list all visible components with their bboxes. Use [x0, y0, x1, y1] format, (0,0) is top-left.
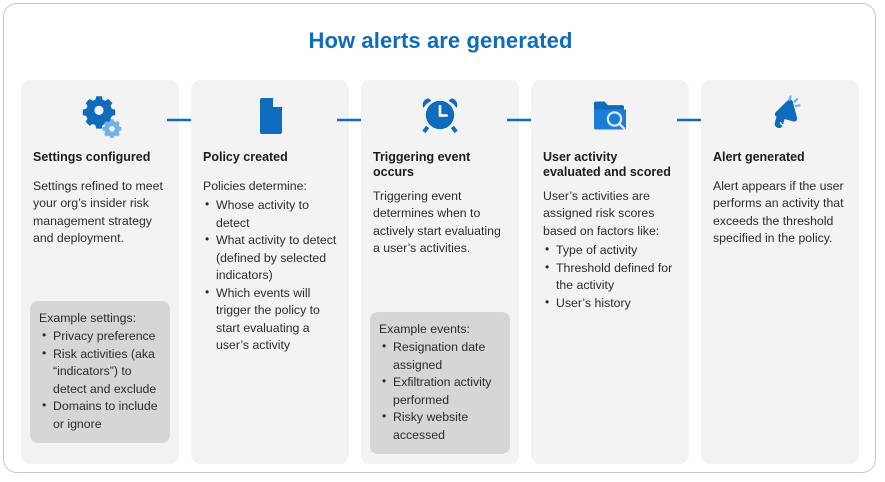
- page-title: How alerts are generated: [308, 28, 573, 53]
- gears-icon: [76, 92, 124, 138]
- step-intro: Policies determine:: [203, 179, 307, 193]
- example-box-settings: Example settings: Privacy preference Ris…: [30, 301, 170, 444]
- example-box-list: Privacy preference Risk activities (aka …: [39, 327, 162, 433]
- list-item: Domains to include or ignore: [39, 397, 162, 433]
- step-heading: Policy created: [203, 150, 288, 164]
- step-heading: User activity evaluated and scored: [543, 150, 671, 180]
- list-item: Privacy preference: [39, 327, 162, 345]
- example-box-lead: Example events:: [379, 322, 470, 336]
- step-list: Type of activity Threshold defined for t…: [543, 241, 677, 312]
- step-intro: Alert appears if the user performs an ac…: [713, 179, 844, 246]
- list-item: Risky website accessed: [379, 408, 502, 444]
- example-box-lead: Example settings:: [39, 311, 137, 325]
- step-card-user-activity-evaluated-and-scored: User activity evaluated and scored User’…: [531, 80, 689, 464]
- list-item: What activity to detect (defined by sele…: [203, 231, 337, 284]
- step-heading: Settings configured: [33, 150, 151, 164]
- icon-row: [191, 92, 349, 142]
- step-heading: Triggering event occurs: [373, 150, 471, 180]
- step-body: User’s activities are assigned risk scor…: [543, 188, 677, 312]
- list-item: Whose activity to detect: [203, 196, 337, 232]
- list-item: Resignation date assigned: [379, 338, 502, 374]
- list-item: Which events will trigger the policy to …: [203, 284, 337, 355]
- document-icon: [246, 92, 294, 138]
- list-item: Type of activity: [543, 241, 677, 259]
- step-body: Triggering event determines when to acti…: [373, 188, 507, 258]
- icon-row: [701, 92, 859, 142]
- step-intro: User’s activities are assigned risk scor…: [543, 189, 660, 238]
- megaphone-icon: [756, 92, 804, 138]
- step-card-policy-created: Policy created Policies determine: Whose…: [191, 80, 349, 464]
- list-item: Risk activities (aka “indicators”) to de…: [39, 345, 162, 398]
- step-body: Alert appears if the user performs an ac…: [713, 178, 847, 248]
- diagram-frame: How alerts are generated: [3, 3, 876, 473]
- alarm-clock-icon: [416, 92, 464, 138]
- example-box-events: Example events: Resignation date assigne…: [370, 312, 510, 455]
- steps-container: Settings configured Settings refined to …: [21, 80, 861, 464]
- step-card-settings-configured: Settings configured Settings refined to …: [21, 80, 179, 464]
- icon-row: [531, 92, 689, 142]
- step-list: Whose activity to detect What activity t…: [203, 196, 337, 355]
- step-intro: Triggering event determines when to acti…: [373, 189, 501, 256]
- step-body: Policies determine: Whose activity to de…: [203, 178, 337, 355]
- step-card-alert-generated: Alert generated Alert appears if the use…: [701, 80, 859, 464]
- list-item: Threshold defined for the activity: [543, 259, 677, 295]
- icon-row: [21, 92, 179, 142]
- step-card-triggering-event-occurs: Triggering event occurs Triggering event…: [361, 80, 519, 464]
- step-heading: Alert generated: [713, 150, 805, 164]
- folder-search-icon: [586, 92, 634, 138]
- step-intro: Settings refined to meet your org’s insi…: [33, 179, 163, 246]
- list-item: Exfiltration activity performed: [379, 373, 502, 409]
- list-item: User’s history: [543, 294, 677, 312]
- step-body: Settings refined to meet your org’s insi…: [33, 178, 167, 248]
- example-box-list: Resignation date assigned Exfiltration a…: [379, 338, 502, 444]
- icon-row: [361, 92, 519, 142]
